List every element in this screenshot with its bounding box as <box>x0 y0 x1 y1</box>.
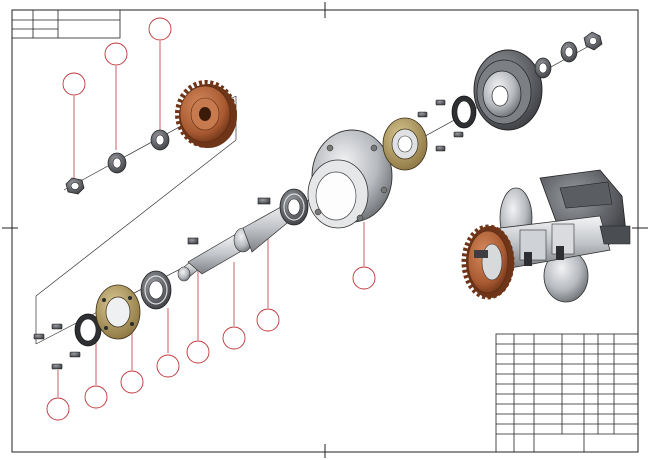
balloon-10[interactable] <box>256 308 280 332</box>
part-shaft-key-2[interactable] <box>257 197 271 205</box>
balloon-5[interactable] <box>84 385 108 409</box>
part-seal-upper[interactable] <box>451 95 477 129</box>
balloons <box>46 17 376 421</box>
balloon-7[interactable] <box>156 354 180 378</box>
part-housing-flange[interactable] <box>307 129 393 229</box>
part-nut-right[interactable] <box>583 31 603 51</box>
part-bearing-cover-upper[interactable] <box>382 117 428 171</box>
part-nut-upper[interactable] <box>65 177 85 195</box>
part-worm-gear[interactable] <box>175 80 237 148</box>
balloon-1[interactable] <box>62 72 86 96</box>
balloon-9[interactable] <box>222 326 246 350</box>
balloon-2[interactable] <box>104 42 128 66</box>
part-shaft-key-1[interactable] <box>187 237 199 245</box>
balloon-3[interactable] <box>148 17 172 41</box>
part-washer-right[interactable] <box>534 57 552 79</box>
balloon-4[interactable] <box>46 397 70 421</box>
assembled-section-view[interactable] <box>461 169 631 303</box>
balloon-6[interactable] <box>120 370 144 394</box>
part-seal-lower[interactable] <box>74 313 102 347</box>
part-pulley[interactable] <box>473 49 543 131</box>
part-bolts-upper[interactable] <box>417 99 464 152</box>
balloon-11[interactable] <box>352 266 376 290</box>
part-bolts-lower-left[interactable] <box>33 323 81 370</box>
part-bearing-lower[interactable] <box>140 270 172 310</box>
part-washer-upper-1[interactable] <box>107 152 127 174</box>
part-bearing-middle[interactable] <box>279 188 309 226</box>
balloon-leaders <box>57 41 365 397</box>
part-bearing-cover-lower[interactable] <box>95 284 141 340</box>
title-block <box>495 333 639 453</box>
part-washer-right-2[interactable] <box>560 41 578 63</box>
balloon-8[interactable] <box>186 340 210 364</box>
revision-block <box>11 9 121 39</box>
part-washer-upper-2[interactable] <box>150 129 170 151</box>
